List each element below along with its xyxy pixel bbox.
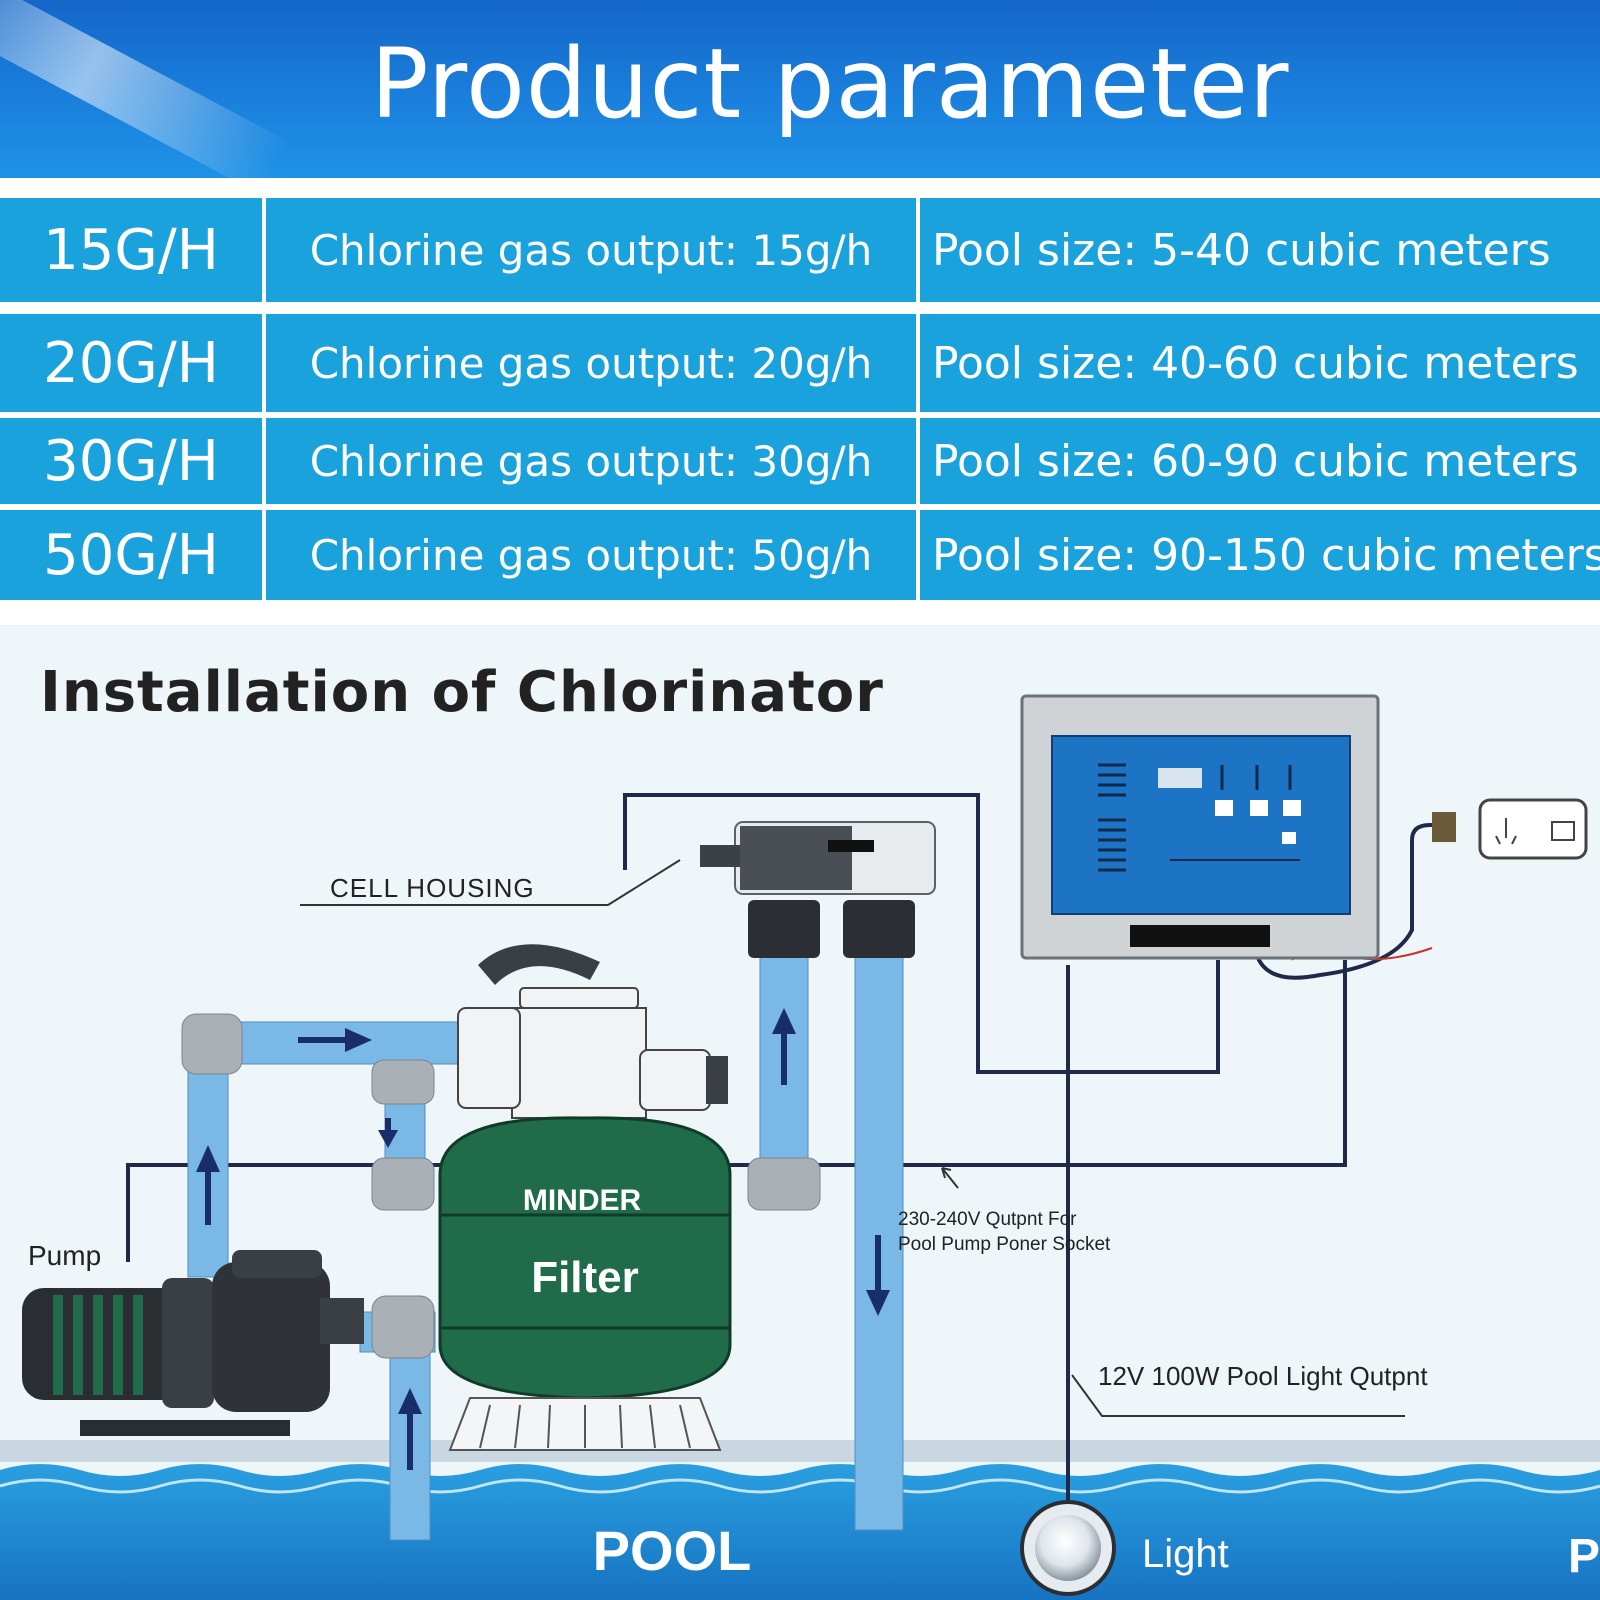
model-cell: 30G/H xyxy=(0,418,262,504)
output-cell: Chlorine gas output: 30g/h xyxy=(266,418,916,504)
diagram-title: Installation of Chlorinator xyxy=(40,660,884,725)
table-row: 30G/H Chlorine gas output: 30g/h Pool si… xyxy=(0,418,1600,504)
model-cell: 20G/H xyxy=(0,314,262,412)
table-row: 15G/H Chlorine gas output: 15g/h Pool si… xyxy=(0,198,1600,302)
pool-size-cell: Pool size: 40-60 cubic meters xyxy=(920,314,1600,412)
pool-size-cell: Pool size: 5-40 cubic meters xyxy=(920,198,1600,302)
model-cell: 50G/H xyxy=(0,510,262,600)
table-row: 50G/H Chlorine gas output: 50g/h Pool si… xyxy=(0,510,1600,600)
header-banner: Product parameter xyxy=(0,0,1600,178)
pool-size-cell: Pool size: 90-150 cubic meters xyxy=(920,510,1600,600)
table-row: 20G/H Chlorine gas output: 20g/h Pool si… xyxy=(0,314,1600,412)
model-cell: 15G/H xyxy=(0,198,262,302)
output-cell: Chlorine gas output: 50g/h xyxy=(266,510,916,600)
installation-diagram-section xyxy=(0,625,1600,1600)
output-cell: Chlorine gas output: 15g/h xyxy=(266,198,916,302)
output-cell: Chlorine gas output: 20g/h xyxy=(266,314,916,412)
parameter-table: 15G/H Chlorine gas output: 15g/h Pool si… xyxy=(0,190,1600,615)
page-title: Product parameter xyxy=(370,28,1290,140)
pool-size-cell: Pool size: 60-90 cubic meters xyxy=(920,418,1600,504)
